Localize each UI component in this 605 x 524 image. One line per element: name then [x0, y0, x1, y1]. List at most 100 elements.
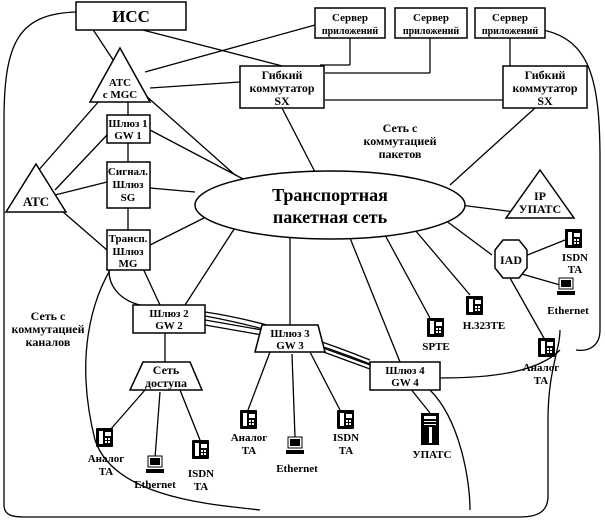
isdn-ta-access-line2: TA: [194, 481, 209, 493]
soft-switch-1-line3: SX: [274, 94, 290, 108]
ethernet-gw3: Ethernet: [276, 436, 318, 475]
app-server-1-line1: Сервер: [332, 12, 368, 24]
soft-switch-1: Гибкий коммутатор SX: [239, 65, 325, 109]
isdn-ta-gw3-line1: ISDN: [333, 432, 359, 444]
access-network-line2: доступа: [145, 376, 187, 390]
isdn-ta-gw3-line2: TA: [339, 445, 354, 457]
gateway-4-line1: Шлюз 4: [385, 365, 425, 377]
gateway-1-line1: Шлюз 1: [108, 118, 147, 130]
upats-label: УПАТС: [413, 449, 452, 461]
iad-label: IAD: [500, 253, 522, 267]
media-gateway-line3: MG: [119, 258, 138, 270]
signal-gateway-line1: Сигнал.: [108, 166, 148, 178]
analog-ta-gw3-line2: TA: [242, 445, 257, 457]
gateway-1-line2: GW 1: [114, 130, 142, 142]
packet-network-line3: пакетов: [379, 147, 422, 161]
analog-ta-access-line2: TA: [99, 466, 114, 478]
telephone-icon: [565, 229, 582, 248]
gateway-3-line1: Шлюз 3: [270, 328, 310, 340]
soft-switch-2-line2: коммутатор: [512, 81, 577, 95]
access-network: Сеть доступа: [128, 361, 204, 391]
ats-mgc-node: АТС с MGC: [88, 46, 152, 103]
spte-label: SPTE: [422, 341, 450, 353]
signal-gateway: Сигнал. Шлюз SG: [106, 161, 151, 209]
ethernet-iad-label: Ethernet: [547, 305, 589, 317]
soft-switch-2-line1: Гибкий: [525, 68, 566, 82]
app-server-2: Сервер приложений: [394, 7, 468, 39]
app-server-2-line1: Сервер: [413, 12, 449, 24]
gateway-2-line1: Шлюз 2: [149, 308, 189, 320]
app-server-3: Сервер приложений: [474, 7, 546, 39]
telephone-icon: [192, 440, 209, 459]
ip-upats-line2: УПАТС: [519, 202, 561, 216]
ip-upats-line1: IP: [534, 189, 546, 203]
gateway-3: Шлюз 3 GW 3: [254, 324, 326, 353]
media-gateway-line2: Шлюз: [112, 246, 144, 258]
soft-switch-1-line2: коммутатор: [249, 81, 314, 95]
ethernet-gw3-label: Ethernet: [276, 463, 318, 475]
packet-network-line1: Сеть с: [383, 121, 418, 135]
iss-label: ИСС: [112, 7, 150, 26]
telephone-icon: [538, 338, 555, 357]
isdn-ta-access-line1: ISDN: [188, 468, 214, 480]
ip-upats-node: IP УПАТС: [504, 168, 576, 219]
isdn-ta-iad-line2: TA: [568, 264, 583, 276]
soft-switch-2: Гибкий коммутатор SX: [502, 65, 588, 109]
circuit-network-line2: коммутацией: [12, 322, 85, 336]
isdn-ta-gw3: ISDN TA: [333, 410, 359, 457]
analog-ta-iad: Аналог TA: [523, 338, 560, 387]
gateway-4-line2: GW 4: [391, 377, 419, 389]
media-gateway: Трансп. Шлюз MG: [106, 229, 151, 271]
app-server-2-line2: приложений: [403, 26, 460, 37]
ethernet-iad: Ethernet: [547, 277, 589, 317]
gateway-2-line2: GW 2: [155, 320, 183, 332]
transport-network-line1: Транспортная: [272, 185, 388, 205]
ats-mgc-line1: АТС: [109, 77, 131, 89]
telephone-icon: [96, 428, 113, 447]
circuit-network-label: Сеть с коммутацией каналов: [12, 309, 85, 349]
telephone-icon: [466, 296, 483, 315]
ethernet-access-label: Ethernet: [134, 479, 176, 491]
computer-icon: [146, 455, 164, 473]
gateway-3-line2: GW 3: [276, 340, 304, 352]
circuit-network-line1: Сеть с: [31, 309, 66, 323]
analog-ta-gw3: Аналог TA: [231, 410, 268, 457]
analog-ta-access: Аналог TA: [88, 428, 125, 478]
ats-label: АТС: [23, 194, 49, 209]
media-gateway-line1: Трансп.: [109, 233, 148, 245]
iad-node: IAD: [494, 239, 528, 279]
soft-switch-2-line3: SX: [537, 94, 553, 108]
signal-gateway-line2: Шлюз: [112, 179, 144, 191]
transport-network-line2: пакетная сеть: [273, 207, 388, 227]
app-server-1: Сервер приложений: [314, 7, 386, 39]
analog-ta-access-line1: Аналог: [88, 453, 125, 465]
ethernet-access: Ethernet: [134, 455, 176, 491]
computer-icon: [557, 277, 575, 295]
isdn-ta-iad-line1: ISDN: [562, 252, 588, 264]
h323-label: H.323TE: [463, 320, 505, 332]
circuit-network-line3: каналов: [26, 335, 71, 349]
analog-ta-iad-line2: TA: [534, 375, 549, 387]
analog-ta-gw3-line1: Аналог: [231, 432, 268, 444]
ats-mgc-line2: с MGC: [103, 89, 138, 101]
gateway-4: Шлюз 4 GW 4: [369, 361, 441, 391]
analog-ta-iad-line1: Аналог: [523, 362, 560, 374]
app-server-1-line2: приложений: [322, 26, 379, 37]
computer-icon: [286, 436, 304, 454]
isdn-ta-access: ISDN TA: [188, 440, 214, 493]
soft-switch-1-line1: Гибкий: [262, 68, 303, 82]
transport-network: Транспортная пакетная сеть: [194, 170, 466, 240]
h323-terminal: H.323TE: [463, 296, 505, 332]
signal-gateway-line3: SG: [121, 192, 136, 204]
spte-terminal: SPTE: [422, 318, 450, 353]
app-server-3-line2: приложений: [482, 26, 539, 37]
telephone-icon: [337, 410, 354, 429]
packet-network-line2: коммутацией: [364, 134, 437, 148]
gateway-2: Шлюз 2 GW 2: [132, 304, 206, 334]
isdn-ta-iad: ISDN TA: [562, 229, 588, 276]
telephone-icon: [240, 410, 257, 429]
iss-node: ИСС: [75, 1, 187, 31]
telephone-icon: [427, 318, 444, 337]
gateway-1: Шлюз 1 GW 1: [106, 114, 151, 144]
